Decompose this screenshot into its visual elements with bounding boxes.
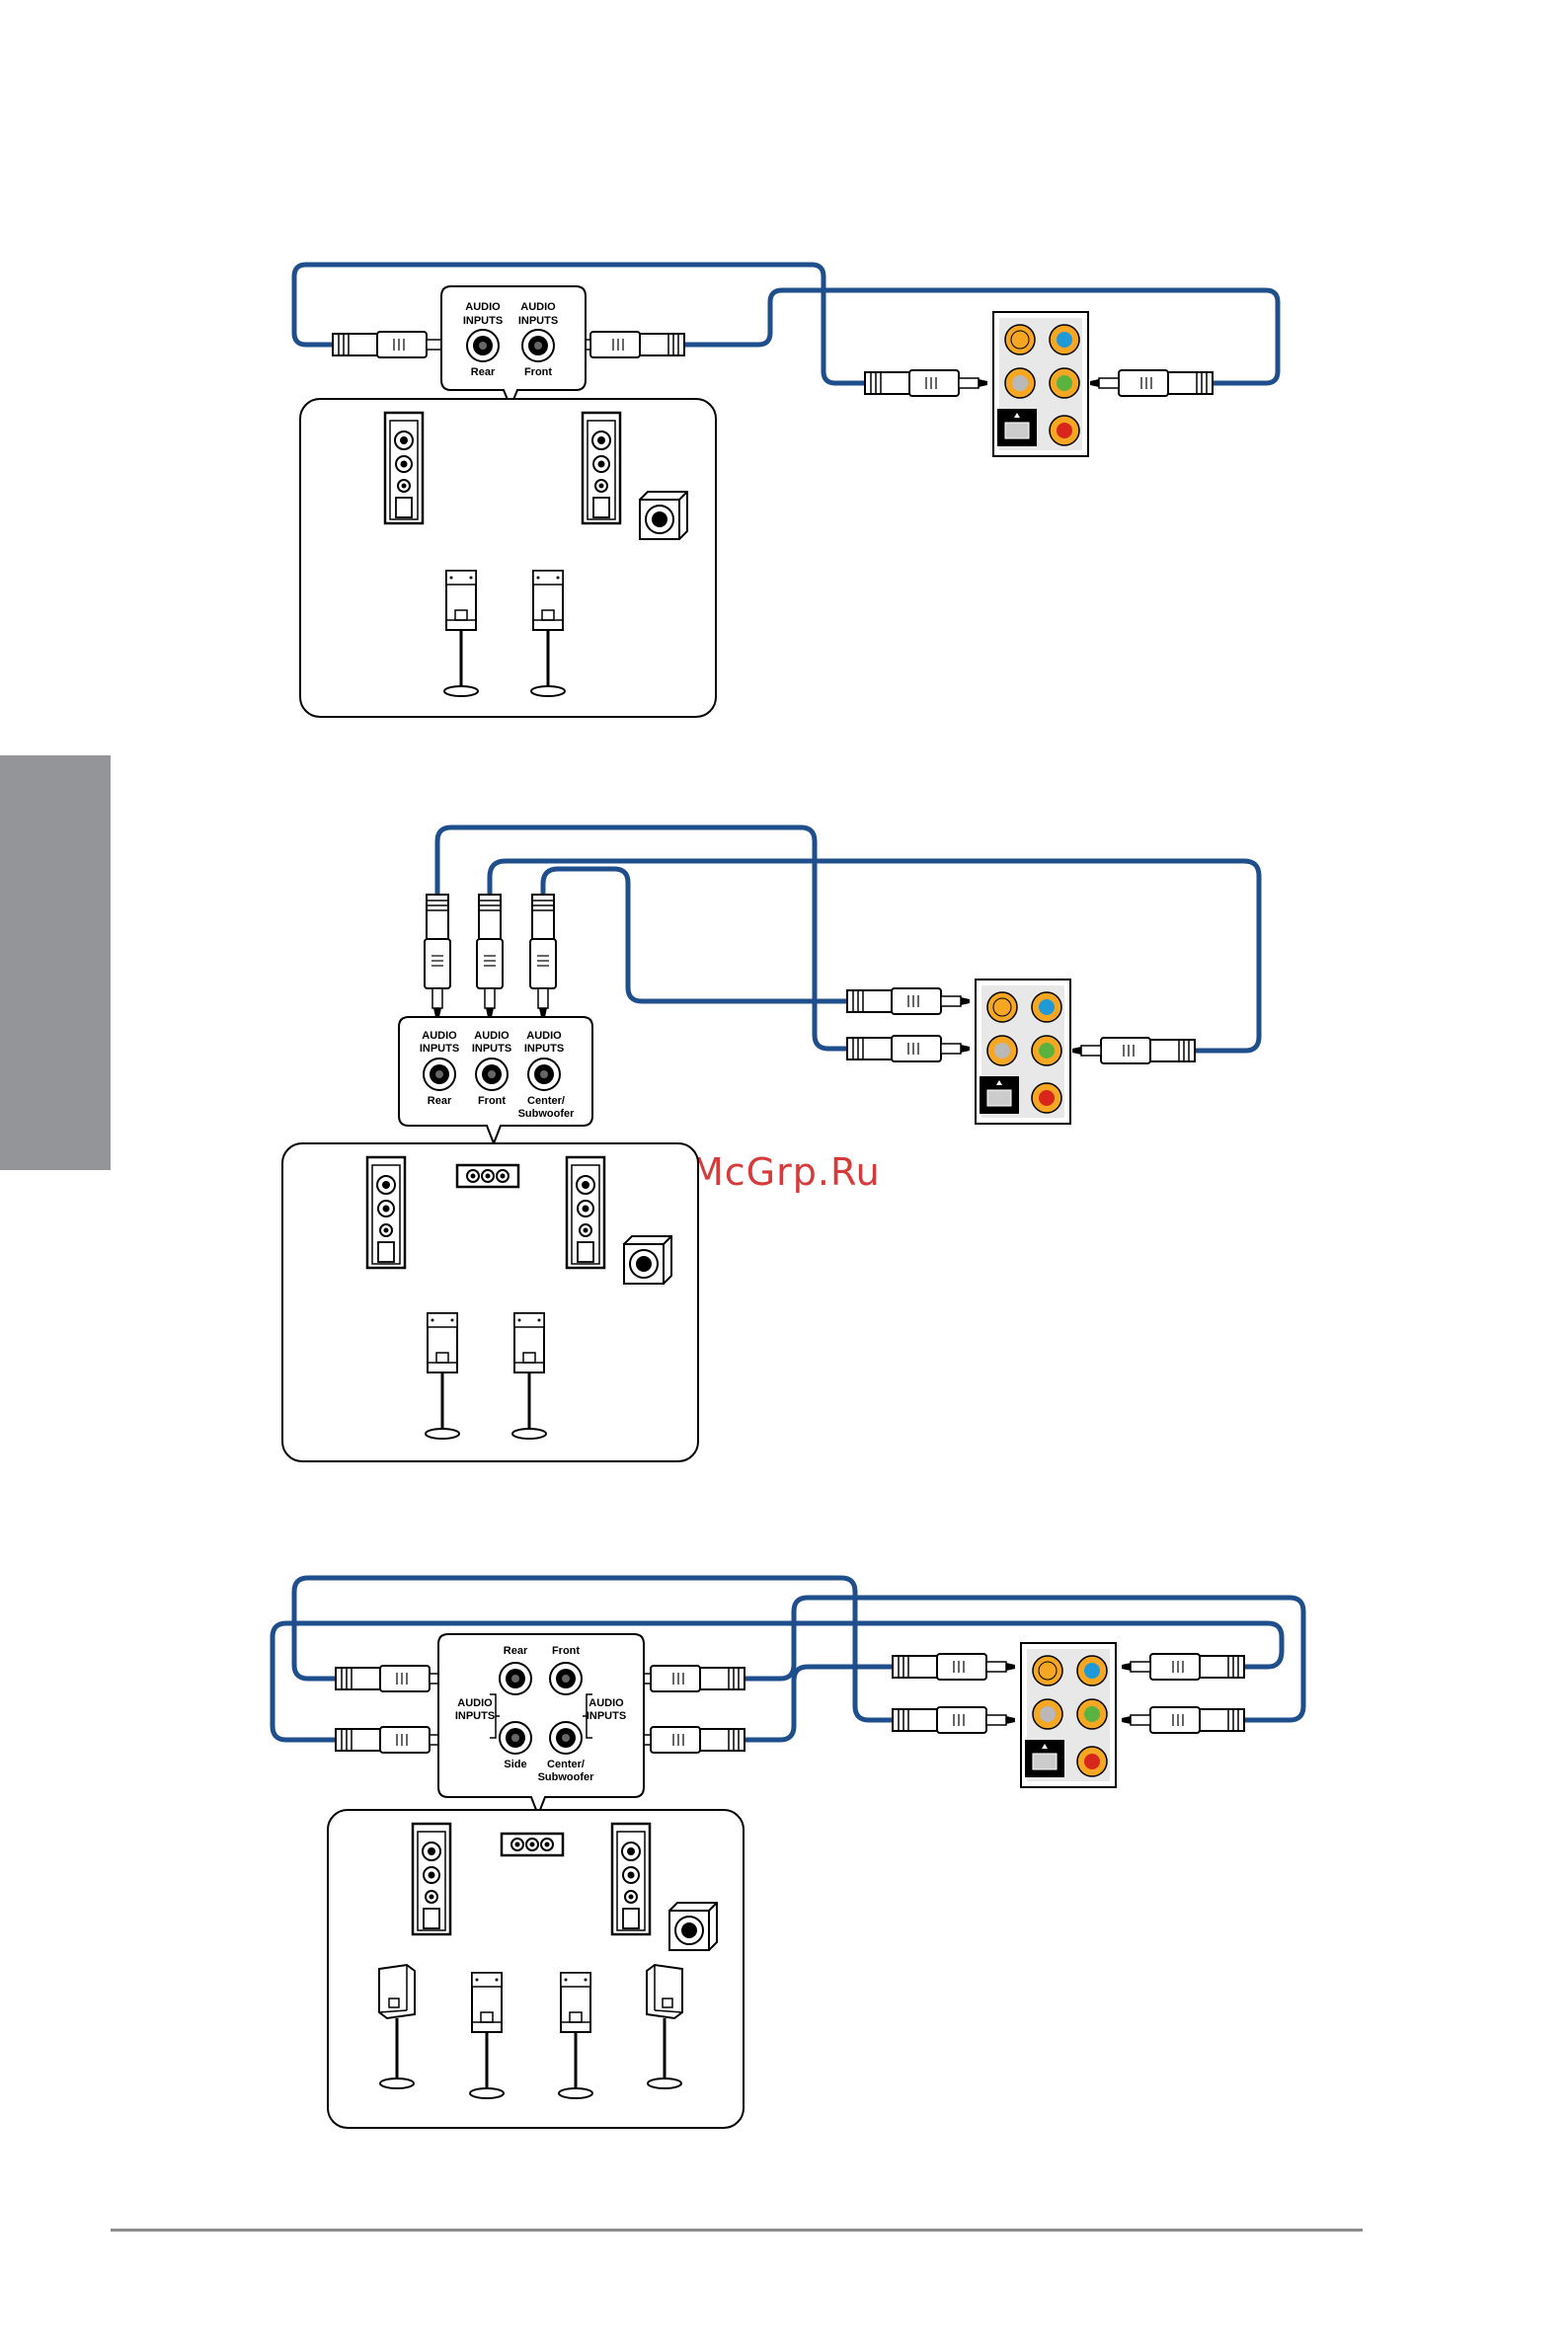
label-inputs: INPUTS <box>455 1710 495 1722</box>
rear-input-jack <box>424 1058 455 1090</box>
front-left-speaker <box>413 1824 450 1934</box>
label-rear: Rear <box>428 1095 452 1107</box>
cable <box>684 290 1278 383</box>
audio-plug <box>333 332 455 357</box>
audio-plug <box>893 1654 1015 1680</box>
label-rear: Rear <box>471 366 496 378</box>
speaker-box <box>300 399 716 717</box>
cable <box>490 861 1259 1051</box>
label-center: Center/ <box>547 1759 585 1770</box>
audio-plug <box>425 895 450 1017</box>
audio-plug <box>865 370 987 396</box>
rear-audio-io-panel <box>1021 1643 1116 1787</box>
label-inputs: INPUTS <box>518 315 558 327</box>
subwoofer <box>640 492 687 539</box>
front-input-jack <box>476 1058 508 1090</box>
front-input-jack <box>550 1663 582 1694</box>
label-audio: AUDIO <box>422 1030 457 1042</box>
audio-plug <box>1090 370 1213 396</box>
section-4-channel: AUDIO INPUTS AUDIO INPUTS Rear Front <box>294 265 1278 717</box>
label-audio: AUDIO <box>457 1697 493 1709</box>
audio-plug <box>1072 1038 1195 1063</box>
subwoofer <box>624 1236 671 1284</box>
side-input-jack <box>500 1722 531 1754</box>
center-speaker <box>502 1834 563 1855</box>
front-left-speaker <box>367 1157 405 1268</box>
front-input-jack <box>522 330 554 361</box>
label-inputs: INPUTS <box>472 1043 511 1055</box>
label-subwoofer: Subwoofer <box>538 1771 595 1783</box>
center-speaker <box>457 1165 518 1187</box>
label-audio: AUDIO <box>474 1030 510 1042</box>
audio-plug <box>477 895 503 1017</box>
label-center: Center/ <box>527 1095 565 1107</box>
audio-plug <box>1122 1654 1244 1680</box>
speaker-box <box>282 1143 698 1461</box>
section-8-channel: Rear Front AUDIO INPUTS AUDIO INPUTS Sid… <box>273 1578 1303 2128</box>
input-callout <box>438 1634 644 1815</box>
center-sub-input-jack <box>528 1058 560 1090</box>
label-inputs: INPUTS <box>463 315 503 327</box>
rear-audio-io-panel <box>993 312 1088 456</box>
audio-plug <box>847 988 970 1014</box>
input-callout <box>441 286 586 407</box>
front-right-speaker <box>567 1157 604 1268</box>
cable <box>543 869 847 1001</box>
label-subwoofer: Subwoofer <box>518 1108 576 1120</box>
label-audio: AUDIO <box>465 301 501 313</box>
front-right-speaker <box>612 1824 650 1934</box>
subwoofer <box>669 1903 717 1950</box>
label-inputs: INPUTS <box>420 1043 459 1055</box>
audio-plug <box>1122 1707 1244 1733</box>
audio-plug <box>847 1036 970 1061</box>
label-audio: AUDIO <box>588 1697 624 1709</box>
label-front: Front <box>524 366 552 378</box>
rear-input-jack <box>500 1663 531 1694</box>
front-right-speaker <box>583 413 620 523</box>
center-sub-input-jack <box>550 1722 582 1754</box>
label-inputs: INPUTS <box>587 1710 626 1722</box>
label-side: Side <box>504 1759 526 1770</box>
rear-audio-io-panel <box>976 980 1070 1124</box>
rear-input-jack <box>467 330 499 361</box>
label-front: Front <box>552 1645 580 1657</box>
label-front: Front <box>478 1095 506 1107</box>
audio-plug <box>530 895 556 1017</box>
audio-plug <box>893 1707 1015 1733</box>
label-audio: AUDIO <box>526 1030 562 1042</box>
label-rear: Rear <box>504 1645 528 1657</box>
label-inputs: INPUTS <box>524 1043 564 1055</box>
label-audio: AUDIO <box>520 301 556 313</box>
section-6-channel: AUDIO INPUTS AUDIO INPUTS AUDIO INPUTS R… <box>282 827 1259 1461</box>
front-left-speaker <box>385 413 423 523</box>
